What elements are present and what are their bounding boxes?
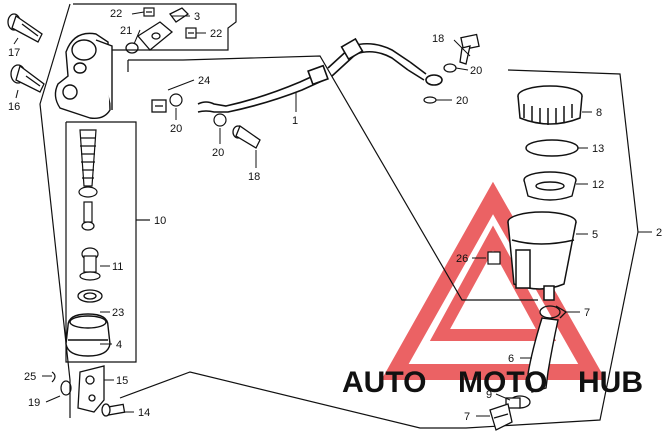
assembly-outline bbox=[39, 3, 639, 429]
bolt-18-bottom bbox=[232, 124, 261, 149]
callout-20b: 20 bbox=[212, 147, 224, 159]
reservoir-hose-6 bbox=[527, 317, 559, 393]
pin-25 bbox=[51, 371, 56, 383]
circlip-23 bbox=[77, 289, 103, 303]
watermark-moto: MOTO bbox=[458, 366, 547, 399]
callout-11: 11 bbox=[112, 261, 123, 273]
brake-hose-1 bbox=[197, 37, 443, 113]
watermark-logo: AUTO MOTO HUB bbox=[342, 366, 643, 399]
callout-8: 8 bbox=[596, 107, 602, 119]
callout-17: 17 bbox=[8, 47, 20, 59]
diaphragm-12 bbox=[523, 171, 577, 201]
diaphragm-plate-13 bbox=[525, 139, 579, 157]
callout-26: 26 bbox=[456, 253, 468, 265]
callout-5: 5 bbox=[592, 229, 598, 241]
callout-4: 4 bbox=[116, 339, 122, 351]
watermark-auto: AUTO bbox=[342, 366, 426, 399]
callout-1: 1 bbox=[292, 115, 298, 127]
callout-22a: 22 bbox=[110, 8, 122, 20]
bolt-18-top bbox=[459, 33, 480, 65]
bolt-14 bbox=[101, 403, 126, 417]
callout-18a: 18 bbox=[432, 33, 444, 45]
boot-4 bbox=[65, 313, 111, 357]
callout-24: 24 bbox=[198, 75, 210, 87]
callout-19: 19 bbox=[28, 397, 40, 409]
callout-13: 13 bbox=[592, 143, 604, 155]
washer-20-left bbox=[169, 93, 227, 127]
callout-20c: 20 bbox=[470, 65, 482, 77]
master-cylinder-body bbox=[54, 32, 113, 120]
screw-22a bbox=[143, 7, 155, 17]
callout-9: 9 bbox=[486, 389, 492, 401]
piston-11 bbox=[79, 247, 101, 281]
reservoir-cap-8 bbox=[517, 85, 583, 125]
hose-joint-9 bbox=[505, 395, 531, 409]
callout-3: 3 bbox=[194, 11, 200, 23]
callout-6: 6 bbox=[508, 353, 514, 365]
callout-25: 25 bbox=[24, 371, 36, 383]
reservoir-5 bbox=[507, 211, 577, 301]
callout-22b: 22 bbox=[210, 28, 222, 40]
bolt-24 bbox=[151, 99, 167, 113]
callout-15: 15 bbox=[116, 375, 128, 387]
washer-19 bbox=[60, 380, 72, 396]
watermark-hub: HUB bbox=[578, 366, 643, 399]
screw-26 bbox=[487, 251, 501, 265]
pushrod-bracket-15 bbox=[77, 365, 105, 413]
callout-20d: 20 bbox=[456, 95, 468, 107]
cap-3 bbox=[137, 7, 190, 51]
o-ring-21 bbox=[125, 42, 139, 54]
callout-16: 16 bbox=[8, 101, 20, 113]
callout-21: 21 bbox=[120, 25, 132, 37]
bolt-17 bbox=[7, 13, 43, 43]
callout-14: 14 bbox=[138, 407, 150, 419]
callout-7a: 7 bbox=[584, 307, 590, 319]
leader-lines bbox=[13, 11, 652, 417]
callout-labels: 22 3 21 22 17 16 24 20 20 1 18 18 20 20 … bbox=[8, 8, 662, 423]
callout-20a: 20 bbox=[170, 123, 182, 135]
piston-cup bbox=[78, 186, 98, 231]
callout-2: 2 bbox=[656, 227, 662, 239]
callout-18b: 18 bbox=[248, 171, 260, 183]
piston-spring bbox=[79, 129, 97, 187]
callout-7b: 7 bbox=[464, 411, 470, 423]
clamp-7-bottom bbox=[489, 403, 513, 431]
callout-23: 23 bbox=[112, 307, 124, 319]
bolt-16 bbox=[10, 64, 45, 93]
callout-10: 10 bbox=[154, 215, 166, 227]
screw-22b bbox=[185, 27, 197, 39]
callout-12: 12 bbox=[592, 179, 604, 191]
